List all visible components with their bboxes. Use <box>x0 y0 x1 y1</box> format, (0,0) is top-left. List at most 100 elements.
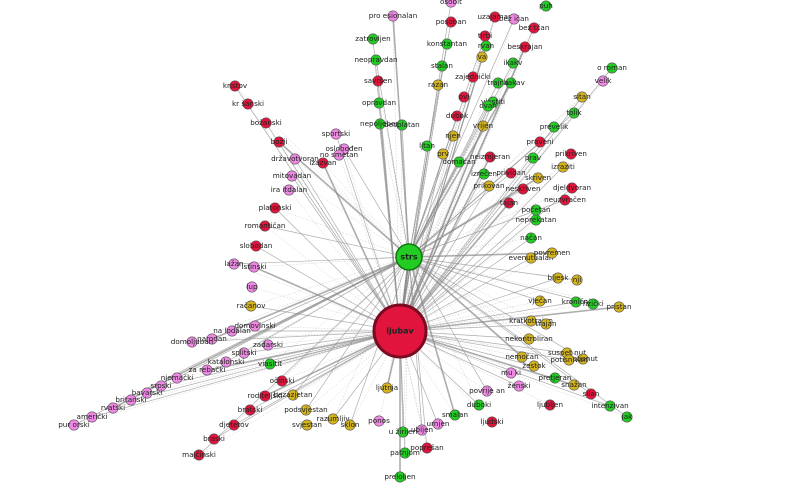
graph-node[interactable]: bezazjetan <box>273 389 313 401</box>
node-circle[interactable] <box>250 240 262 252</box>
node-circle[interactable] <box>480 40 492 52</box>
node-circle[interactable] <box>563 354 575 366</box>
node-circle[interactable] <box>484 151 496 163</box>
node-circle[interactable] <box>534 136 546 148</box>
graph-node[interactable]: neopravdan <box>354 54 398 66</box>
node-circle[interactable] <box>513 380 525 392</box>
graph-node[interactable]: silan <box>583 388 600 400</box>
node-circle[interactable] <box>228 258 240 270</box>
graph-node[interactable]: preloljen <box>384 471 416 483</box>
graph-node[interactable]: platonski <box>259 202 292 214</box>
graph-node[interactable]: neprekatan <box>516 214 557 226</box>
node-circle[interactable] <box>576 91 588 103</box>
graph-node[interactable]: račanov <box>237 300 267 312</box>
node-circle[interactable] <box>260 117 272 129</box>
graph-node[interactable]: puh <box>539 0 553 12</box>
graph-node[interactable]: katalonski <box>208 356 245 368</box>
node-circle[interactable] <box>559 194 571 206</box>
graph-node[interactable]: izrečen <box>471 168 497 180</box>
graph-node[interactable]: božanski <box>250 117 282 129</box>
graph-node[interactable]: bez tčan <box>519 22 550 34</box>
graph-node[interactable]: skriven <box>525 172 551 184</box>
node-circle[interactable] <box>394 471 406 483</box>
node-circle[interactable] <box>451 110 463 122</box>
graph-node[interactable]: slobodan <box>240 240 273 252</box>
node-circle[interactable] <box>445 0 457 8</box>
node-circle[interactable] <box>416 424 428 436</box>
node-circle[interactable] <box>505 167 517 179</box>
node-circle[interactable] <box>477 120 489 132</box>
node-circle[interactable] <box>432 418 444 430</box>
graph-node[interactable]: ponos <box>368 415 390 427</box>
node-circle[interactable] <box>478 168 490 180</box>
node-circle[interactable] <box>585 388 597 400</box>
node-circle[interactable] <box>597 75 609 87</box>
node-circle[interactable] <box>374 118 386 130</box>
node-circle[interactable] <box>479 30 491 42</box>
node-circle[interactable] <box>507 57 519 69</box>
graph-node[interactable]: savršen <box>364 75 392 87</box>
graph-node[interactable]: viasitit <box>258 358 282 370</box>
node-circle[interactable] <box>525 232 537 244</box>
graph-node[interactable]: ljubljen <box>537 399 563 411</box>
node-circle[interactable] <box>396 119 408 131</box>
graph-node[interactable]: duboki <box>467 399 491 411</box>
node-circle[interactable] <box>528 22 540 34</box>
node-circle[interactable] <box>373 97 385 109</box>
graph-node[interactable]: smalan <box>442 409 468 421</box>
graph-node[interactable]: početan <box>521 204 551 216</box>
node-circle[interactable] <box>220 356 232 368</box>
node-circle[interactable] <box>568 379 580 391</box>
node-circle[interactable] <box>259 390 271 402</box>
hub-circle[interactable] <box>395 243 423 271</box>
graph-node[interactable]: podsvjestan <box>284 404 328 416</box>
graph-node[interactable]: fizički <box>583 298 603 310</box>
node-circle[interactable] <box>242 98 254 110</box>
node-circle[interactable] <box>517 183 529 195</box>
node-circle[interactable] <box>481 385 493 397</box>
node-circle[interactable] <box>565 148 577 160</box>
graph-node[interactable]: prikriven <box>555 148 587 160</box>
graph-node[interactable]: srpski <box>150 380 172 392</box>
graph-node[interactable]: njen <box>445 130 461 142</box>
node-circle[interactable] <box>287 389 299 401</box>
node-circle[interactable] <box>421 140 433 152</box>
node-circle[interactable] <box>568 107 580 119</box>
graph-node[interactable]: sportski <box>322 128 350 140</box>
graph-node[interactable]: oslobođen <box>325 143 363 155</box>
node-circle[interactable] <box>532 172 544 184</box>
graph-node[interactable]: uzajaman <box>477 11 513 23</box>
graph-node[interactable]: velik <box>595 75 613 87</box>
node-circle[interactable] <box>540 318 552 330</box>
node-circle[interactable] <box>186 336 198 348</box>
node-circle[interactable] <box>544 399 556 411</box>
node-circle[interactable] <box>370 54 382 66</box>
graph-node[interactable]: zajednički <box>455 71 491 83</box>
node-circle[interactable] <box>317 157 329 169</box>
node-circle[interactable] <box>445 16 457 28</box>
node-circle[interactable] <box>571 274 583 286</box>
node-circle[interactable] <box>486 416 498 428</box>
node-circle[interactable] <box>453 156 465 168</box>
node-circle[interactable] <box>527 152 539 164</box>
graph-node[interactable]: braski <box>203 433 225 445</box>
node-circle[interactable] <box>437 148 449 160</box>
graph-node[interactable]: o roman <box>597 62 627 74</box>
graph-node[interactable]: bljesk <box>548 272 570 284</box>
node-circle[interactable] <box>246 281 258 293</box>
graph-node[interactable]: vječan <box>528 295 552 307</box>
node-circle[interactable] <box>587 298 599 310</box>
node-circle[interactable] <box>264 358 276 370</box>
node-circle[interactable] <box>373 415 385 427</box>
node-circle[interactable] <box>273 136 285 148</box>
graph-node[interactable]: trajan <box>535 318 557 330</box>
graph-node[interactable]: kr šanski <box>232 98 264 110</box>
graph-node[interactable]: konstantan <box>427 38 467 50</box>
graph-node[interactable]: ljtan <box>419 140 435 152</box>
graph-node[interactable]: urnjen <box>427 418 450 430</box>
node-circle[interactable] <box>483 180 495 192</box>
node-circle[interactable] <box>289 153 301 165</box>
node-circle[interactable] <box>333 149 345 161</box>
graph-node[interactable]: američki <box>77 411 108 423</box>
graph-node[interactable]: osobit <box>440 0 462 8</box>
